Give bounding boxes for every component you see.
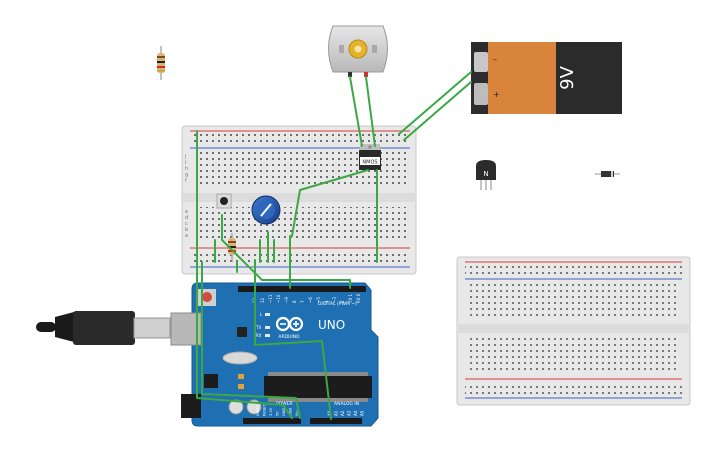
pin-label: 3.3V — [269, 407, 273, 416]
wire-battery-plus[interactable] — [403, 81, 472, 141]
pin-label: TX 1 — [348, 294, 353, 304]
diode[interactable] — [595, 171, 620, 177]
voltage-regulator — [204, 374, 218, 388]
battery-voltage-label: 9V — [557, 65, 578, 89]
pin-label: 12 — [260, 297, 265, 303]
pin-label: Vin — [295, 410, 299, 416]
wire-battery-minus[interactable] — [398, 71, 472, 135]
battery-9v[interactable]: – + 9V — [471, 42, 622, 114]
pin-label: 4 — [324, 300, 329, 303]
analog-label: ANALOG IN — [334, 401, 359, 407]
pin-label: ~6 — [308, 297, 313, 303]
npn-transistor[interactable]: N — [476, 160, 496, 190]
pin-label: A2 — [340, 410, 345, 416]
row-letter: e — [185, 209, 188, 215]
resistor-loose[interactable] — [157, 46, 165, 80]
pin-label: ~3 — [332, 297, 337, 303]
battery-minus-label: – — [493, 55, 497, 64]
pin-label: ~5 — [316, 297, 321, 303]
pin-label: ~9 — [284, 297, 289, 303]
digital-header — [238, 286, 366, 292]
pin-label: 2 — [340, 300, 345, 303]
wire-button-pin[interactable] — [221, 214, 351, 289]
row-letter: b — [185, 227, 188, 233]
wire-5v-rail[interactable] — [201, 261, 301, 419]
row-letter: g — [185, 172, 188, 178]
usb-cable[interactable] — [36, 311, 171, 345]
led-rx-label: RX — [256, 333, 262, 338]
pin-label: A4 — [353, 410, 358, 416]
dc-motor[interactable] — [328, 25, 388, 77]
digital-label: DIGITAL (PWM ~) — [318, 301, 357, 307]
potentiometer[interactable] — [251, 195, 281, 225]
pin-label: RX 0 — [356, 293, 361, 303]
pin-label: 5V — [276, 411, 280, 416]
reset-button[interactable] — [202, 292, 212, 302]
row-letter: j — [184, 154, 186, 160]
pin-label: A3 — [347, 410, 352, 416]
pin-label: ~11 — [268, 294, 273, 303]
atmega-chip — [264, 376, 372, 398]
wire-motor-plus[interactable] — [365, 76, 376, 147]
wire-gnd-rail[interactable] — [196, 130, 293, 419]
wire-mosfet-gate[interactable] — [291, 169, 369, 237]
mosfet[interactable]: NMOS — [359, 144, 381, 170]
breadboard-secondary[interactable] — [456, 256, 691, 406]
pin-label: ~10 — [276, 294, 281, 303]
mosfet-label: NMOS — [362, 160, 377, 166]
power-header — [243, 418, 301, 424]
usb-chip — [237, 327, 247, 337]
row-letter: a — [185, 233, 188, 239]
pin-label: GND — [282, 408, 286, 416]
battery-plus-label: + — [493, 90, 500, 99]
pin-label: IOREF — [256, 405, 260, 416]
board-model: UNO — [318, 318, 345, 332]
capacitor — [228, 399, 244, 415]
crystal — [222, 351, 258, 365]
row-letter: c — [185, 221, 188, 227]
wires[interactable] — [196, 71, 472, 420]
board-brand: ARDUINO — [278, 334, 300, 340]
pin-label: 7 — [300, 300, 305, 303]
led-l-label: L — [260, 312, 263, 317]
row-letter: i — [185, 160, 186, 166]
push-button[interactable] — [216, 193, 232, 209]
analog-header — [310, 418, 362, 424]
arduino-logo-icon — [275, 316, 304, 332]
pin-label: A1 — [334, 410, 339, 416]
row-letter: f — [185, 178, 187, 184]
row-letter: d — [185, 215, 188, 221]
wire-motor-minus[interactable] — [349, 76, 363, 147]
pin-label: RESET — [263, 404, 267, 416]
pin-label: A5 — [360, 410, 365, 416]
pin-label: 8 — [292, 300, 297, 303]
row-letter: h — [185, 166, 188, 172]
transistor-label: N — [483, 170, 488, 178]
pin-label: GND — [289, 408, 293, 416]
power-jack — [181, 394, 201, 418]
led-tx-label: TX — [255, 325, 261, 330]
power-label: POWER — [276, 401, 293, 407]
wire-pot-to-analog[interactable] — [254, 259, 332, 420]
